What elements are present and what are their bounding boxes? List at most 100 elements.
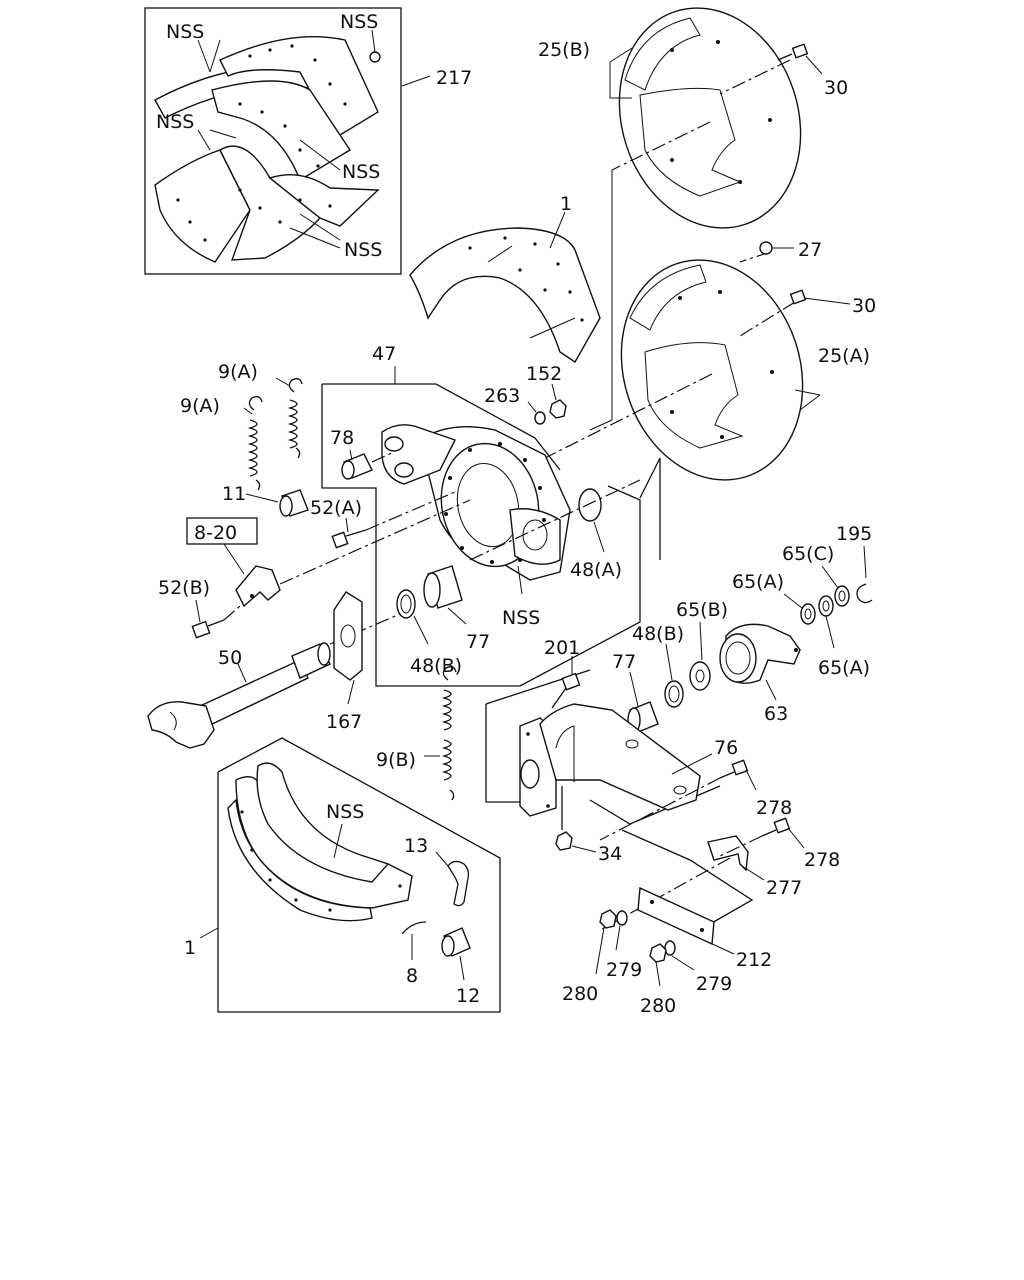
inset-frame [144,7,402,275]
plate-167 [333,591,363,705]
callout-9a: 9(A) [218,361,258,383]
callout-52a: 52(A) [310,497,362,519]
callout-nss: NSS [344,239,382,261]
callout-48b: 48(B) [410,655,462,677]
slack-adjuster-63 [719,623,801,701]
callout-nss: NSS [326,801,364,823]
snap-ring-195 [856,545,873,604]
callout-78: 78 [330,427,354,449]
callout-52b: 52(B) [158,577,210,599]
washer-65b [689,621,711,691]
reference-8-20 [186,517,258,575]
callout-nss: NSS [502,607,540,629]
callout-34: 34 [598,843,622,865]
callout-1: 1 [560,193,572,215]
bolt-52a [331,517,367,549]
callout-280: 280 [640,995,676,1017]
bolt-278-upper [719,759,757,791]
callout-63: 63 [764,703,788,725]
callout-152: 152 [526,363,562,385]
callout-48a: 48(A) [570,559,622,581]
callout-167: 167 [326,711,362,733]
bolt-52b [191,599,225,639]
bolt-278-lower [761,817,805,849]
roller-11 [245,489,309,517]
callout-217: 217 [436,67,472,89]
nut-280-right [649,943,667,987]
callout-9b: 9(B) [376,749,416,771]
callout-277: 277 [766,877,802,899]
clip-8 [401,921,427,960]
seal-48b-bracket [664,643,684,708]
clip-277 [707,835,765,881]
callout-279: 279 [606,959,642,981]
plate-212 [637,886,735,955]
callout-8: 8 [406,965,418,987]
anchor-pin-13 [435,851,470,907]
bolt-30-lower [789,289,851,305]
bushing-77-bracket [627,671,659,733]
bottom-shoe-kit-frame [199,737,501,1013]
callout-47: 47 [372,343,396,365]
nut-280-left [595,909,617,975]
bushing-78 [341,449,395,480]
roller-12 [441,927,471,981]
callout-30: 30 [852,295,876,317]
washer-65c [821,565,850,607]
callout-12: 12 [456,985,480,1007]
lining-kit-inset [144,7,431,275]
callout-nss: NSS [342,161,380,183]
callout-48b: 48(B) [632,623,684,645]
brake-shoe-bottom [227,762,413,922]
nut-27 [759,241,794,255]
brake-shoe-top [409,211,601,363]
bolt-30-top [777,43,823,75]
callout-65c: 65(C) [782,543,834,565]
lining-rivet-holes [176,44,347,242]
bolt-201 [551,656,581,709]
lining-upper-c [211,80,351,182]
lining-upper-b [219,36,379,139]
washer-65a-left [783,593,816,625]
bushing-77-spider [423,565,467,625]
callout-263: 263 [484,385,520,407]
seal-48b-spider [396,589,429,645]
dust-shield-25b [618,7,802,229]
callout-279: 279 [696,973,732,995]
callout-77: 77 [612,651,636,673]
callout-1: 1 [184,937,196,959]
callout-nss: NSS [340,11,378,33]
spring-9b [424,666,457,801]
callout-280: 280 [562,983,598,1005]
callout-8-20: 8-20 [194,522,237,544]
callout-76: 76 [714,737,738,759]
sensor-bracket [235,565,281,608]
callout-278: 278 [756,797,792,819]
brake-spider [381,424,571,581]
callout-nss: NSS [166,21,204,43]
washer-263 [527,401,546,425]
group-47-frame [321,366,561,590]
callout-25b: 25(B) [538,39,590,61]
callout-27: 27 [798,239,822,261]
group-48b-frame [375,457,661,687]
callout-212: 212 [736,949,772,971]
camshaft-50 [147,613,401,749]
callout-201: 201 [544,637,580,659]
nut-152 [549,383,567,419]
rivet-part [369,51,381,63]
plug-48a [578,488,605,553]
callout-195: 195 [836,523,872,545]
lining-lower-c [268,173,380,227]
washer-65a-right [818,595,835,649]
callout-65a: 65(A) [732,571,784,593]
callout-65a: 65(A) [818,657,870,679]
callout-278: 278 [804,849,840,871]
callout-11: 11 [222,483,246,505]
callout-25a: 25(A) [818,345,870,367]
camshaft-bracket-76 [519,703,713,817]
washer-279-left [615,910,628,951]
washer-279-right [664,940,695,971]
lining-lower-a [154,149,251,263]
callout-30: 30 [824,77,848,99]
